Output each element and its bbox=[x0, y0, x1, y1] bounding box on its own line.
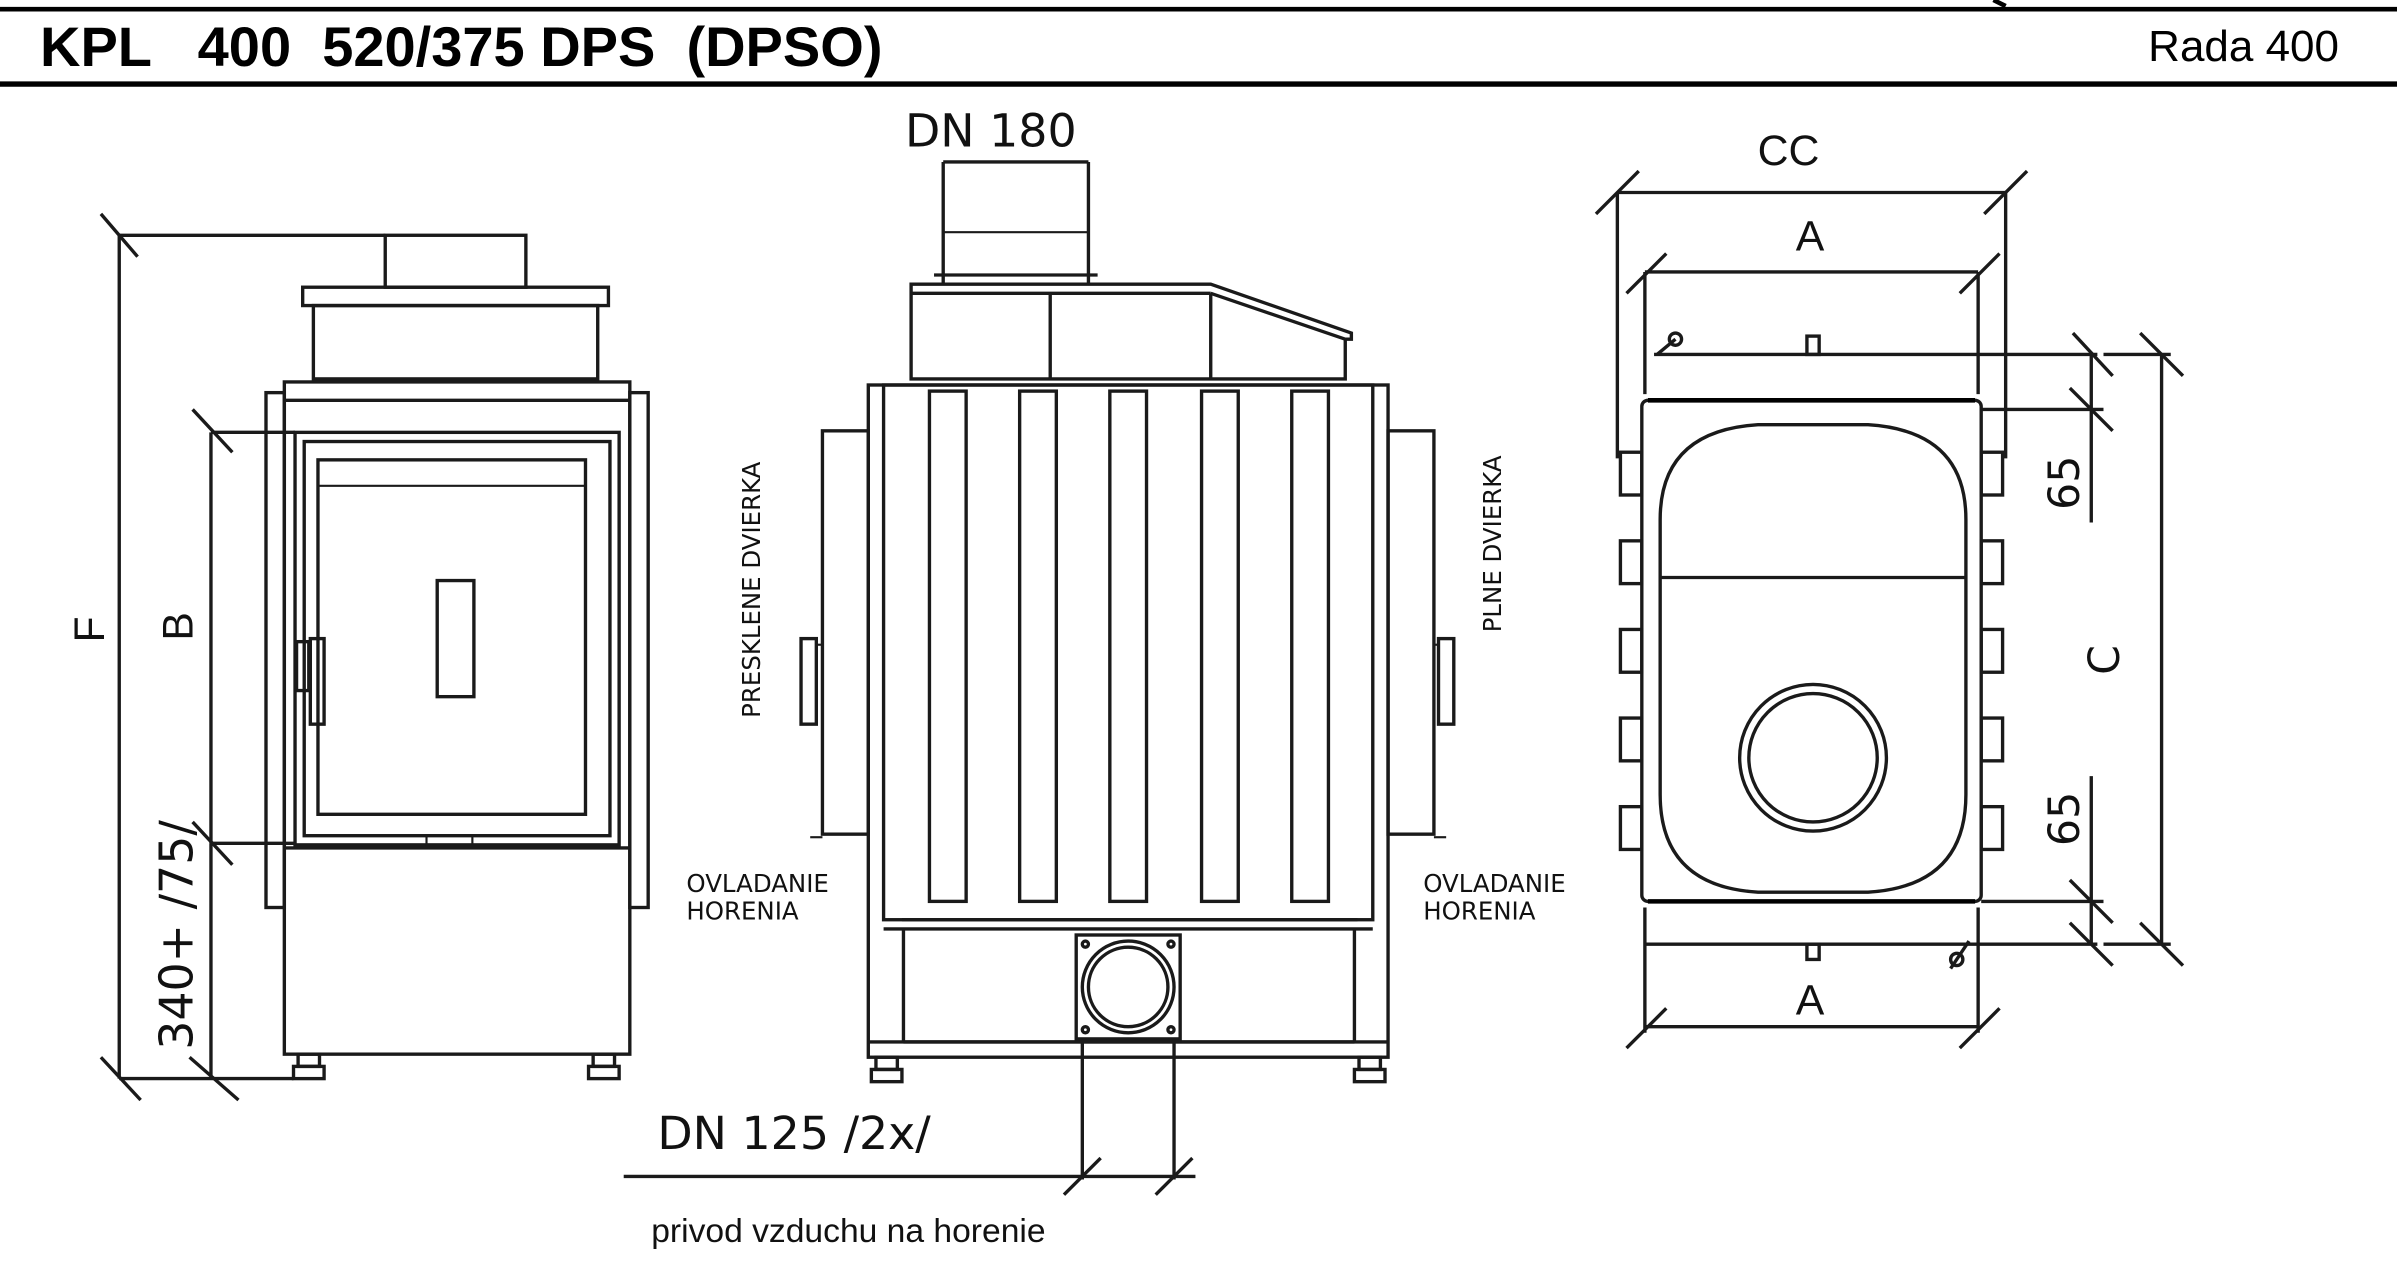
dim-f-tick-top bbox=[99, 212, 139, 258]
dim-a-bot-tick-right bbox=[1958, 1007, 2001, 1050]
side-body-panel bbox=[881, 383, 1375, 922]
dim-b-label: B bbox=[155, 612, 203, 641]
side-left-door-cladding bbox=[820, 429, 870, 836]
dim-65-bot-tick-1 bbox=[2068, 878, 2114, 924]
air-inlet-label: DN 125 /2x/ bbox=[657, 1106, 931, 1160]
front-door-inner bbox=[302, 439, 612, 838]
front-foot-left-pad bbox=[291, 1064, 326, 1081]
top-pin-left-stem bbox=[1656, 337, 1677, 356]
lug-right-4 bbox=[1979, 716, 2005, 763]
glass-door-label: PRESKLENE DVIERKA bbox=[737, 461, 766, 717]
flue-label: DN 180 bbox=[905, 104, 1077, 158]
dim-c-tick-bottom bbox=[2138, 921, 2185, 967]
dim-65-top-tick-1 bbox=[2071, 331, 2114, 377]
lug-left-1 bbox=[1618, 450, 1644, 497]
side-foot-left bbox=[874, 1055, 900, 1072]
side-body bbox=[866, 383, 1390, 1059]
front-flue-collar bbox=[383, 233, 528, 289]
control-left-line2: HORENIA bbox=[686, 897, 799, 926]
air-inlet-pipe-inner bbox=[1086, 945, 1170, 1029]
dim-65-bottom-label: 65 bbox=[2040, 792, 2090, 846]
dim-base-tick-bottom bbox=[188, 1055, 240, 1102]
dim-a-bottom-label: A bbox=[1796, 976, 1825, 1024]
dim-a-bot-tick-left bbox=[1625, 1007, 1668, 1050]
front-view: F B 340+ /75/ bbox=[66, 212, 650, 1102]
side-foot-right bbox=[1357, 1055, 1383, 1072]
lug-right-5 bbox=[1979, 804, 2005, 852]
front-glass-label-plate bbox=[435, 578, 476, 699]
control-right-line1: OVLADANIE bbox=[1423, 869, 1565, 898]
top-flue-outer bbox=[1737, 682, 1889, 833]
front-hood bbox=[311, 303, 600, 381]
dn125-tick-left bbox=[1062, 1156, 1102, 1196]
lug-right-1 bbox=[1979, 450, 2005, 497]
air-inlet-plate bbox=[1074, 933, 1182, 1041]
top-flue-inner bbox=[1747, 691, 1879, 824]
front-door-frame bbox=[293, 430, 621, 847]
side-fin-1 bbox=[927, 389, 968, 904]
side-hood bbox=[909, 282, 1354, 381]
dim-base-label: 340+ /75/ bbox=[150, 820, 204, 1050]
bottom-pin-right-stem bbox=[1949, 940, 1971, 970]
air-inlet-bolt-2 bbox=[1166, 939, 1176, 949]
bottom-pin-center bbox=[1805, 942, 1821, 962]
side-foot-left-pad bbox=[869, 1067, 904, 1084]
front-foot-left bbox=[296, 1052, 322, 1069]
front-foot-right-pad bbox=[586, 1064, 621, 1081]
dim-a-top-label: A bbox=[1796, 213, 1825, 261]
front-foot-right bbox=[591, 1052, 617, 1069]
front-door-glass bbox=[316, 458, 588, 816]
solid-door-label: PLNE DVIERKA bbox=[1478, 455, 1507, 632]
front-bottom-vent bbox=[425, 834, 474, 846]
side-view: DN 180 bbox=[623, 104, 1566, 1250]
header-fragment bbox=[1992, 0, 2007, 9]
dim-65-top-label: 65 bbox=[2040, 456, 2090, 510]
dim-65-top-tick-2 bbox=[2068, 386, 2114, 433]
control-left-line1: OVLADANIE bbox=[686, 869, 828, 898]
bottom-pin-right bbox=[1948, 951, 1965, 968]
dim-cc-label: CC bbox=[1758, 127, 1820, 175]
dim-f-label: F bbox=[66, 616, 114, 642]
lug-left-5 bbox=[1618, 804, 1644, 852]
top-pin-center bbox=[1805, 334, 1821, 357]
top-pin-left bbox=[1667, 331, 1684, 347]
top-view: CC A bbox=[1594, 127, 2185, 1050]
side-right-door-cladding bbox=[1386, 429, 1436, 836]
air-inlet-caption: privod vzduchu na horenie bbox=[651, 1213, 1045, 1250]
front-right-cladding bbox=[628, 390, 650, 910]
side-foot-right-pad bbox=[1352, 1067, 1387, 1084]
side-fin-4 bbox=[1199, 389, 1240, 904]
side-fin-2 bbox=[1017, 389, 1059, 904]
dim-b-tick-top bbox=[191, 408, 234, 454]
front-hood-rim bbox=[301, 285, 611, 308]
air-inlet-bolt-3 bbox=[1080, 1024, 1091, 1035]
side-hood-slope bbox=[1210, 291, 1346, 341]
dim-c-tick-top bbox=[2138, 331, 2185, 378]
series-label: Rada 400 bbox=[2148, 22, 2339, 71]
lug-right-2 bbox=[1979, 539, 2005, 586]
air-inlet-bolt-1 bbox=[1080, 939, 1091, 949]
lug-right-3 bbox=[1979, 627, 2005, 674]
dn125-tick-right bbox=[1154, 1156, 1194, 1196]
air-inlet-bolt-4 bbox=[1166, 1024, 1176, 1035]
lug-left-3 bbox=[1618, 627, 1644, 674]
product-title: KPL 400 520/375 DPS (DPSO) bbox=[40, 15, 883, 78]
front-door-handle bbox=[308, 636, 326, 726]
lug-left-2 bbox=[1618, 539, 1644, 586]
lug-left-4 bbox=[1618, 716, 1644, 763]
air-inlet-pipe bbox=[1080, 939, 1176, 1035]
dim-65-bot-tick-2 bbox=[2068, 921, 2114, 967]
front-left-cladding bbox=[264, 390, 287, 910]
side-right-handle bbox=[1436, 636, 1456, 726]
control-right-line2: HORENIA bbox=[1423, 897, 1536, 926]
top-body bbox=[1640, 398, 1983, 904]
dim-c-label: C bbox=[2080, 645, 2130, 675]
title-bar: KPL 400 520/375 DPS (DPSO) Rada 400 bbox=[0, 0, 2397, 90]
side-left-handle bbox=[799, 636, 819, 726]
side-fin-5 bbox=[1290, 389, 1331, 904]
front-body bbox=[282, 380, 632, 1056]
side-fin-3 bbox=[1108, 389, 1149, 904]
